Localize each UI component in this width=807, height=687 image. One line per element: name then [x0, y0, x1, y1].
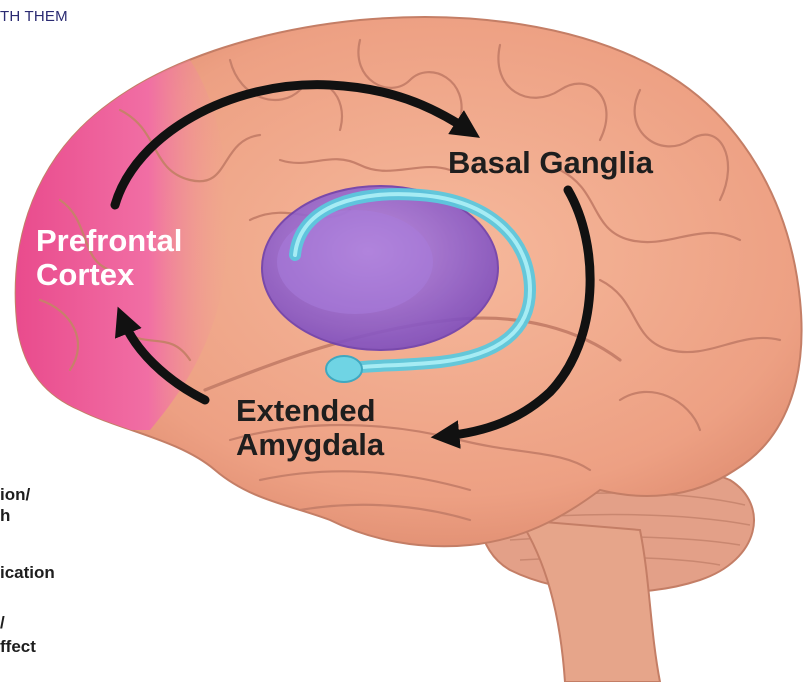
legend-fragment-5: ffect — [0, 636, 36, 657]
legend-fragment-2: h — [0, 505, 10, 526]
extended-amygdala-label: Extended Amygdala — [236, 394, 384, 462]
amygdala-label-line2: Amygdala — [236, 428, 384, 462]
prefrontal-label-line2: Cortex — [36, 258, 182, 292]
header-text: TH THEM — [0, 8, 68, 25]
legend-fragment-3: ication — [0, 562, 55, 583]
prefrontal-label-line1: Prefrontal — [36, 224, 182, 258]
basal-ganglia-label: Basal Ganglia — [448, 146, 653, 180]
legend-fragment-4: / — [0, 612, 5, 633]
brainstem — [520, 520, 660, 682]
amygdala-label-line1: Extended — [236, 394, 384, 428]
legend-fragment-1: ion/ — [0, 484, 30, 505]
amygdala-structure — [326, 356, 362, 382]
prefrontal-cortex-label: Prefrontal Cortex — [36, 224, 182, 292]
